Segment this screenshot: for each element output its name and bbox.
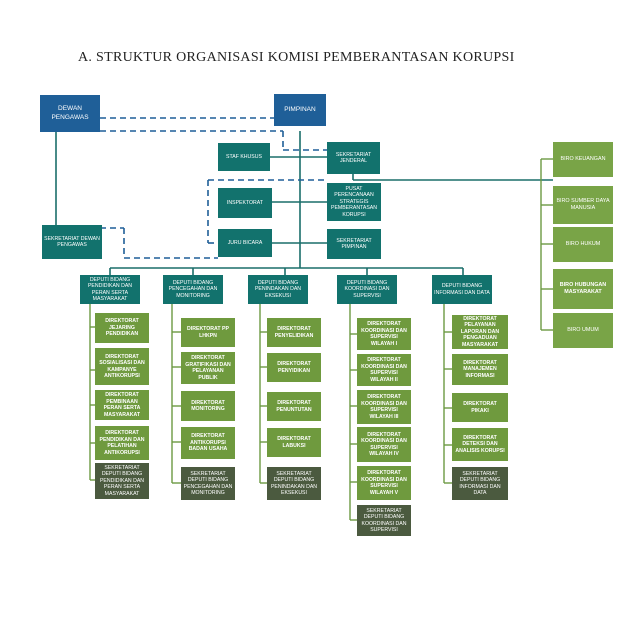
box-sekretariat-deputi: SEKRETARIAT DEPUTI BIDANG PENDIDIKAN DAN… [95,463,149,499]
box-deputi-pencegahan: DEPUTI BIDANG PENCEGAHAN DAN MONITORING [163,275,223,304]
box-sekretariat-pimpinan: SEKRETARIAT PIMPINAN [327,229,381,259]
box-biro-sdm: BIRO SUMBER DAYA MANUSIA [553,186,613,224]
box-sekretariat-deputi: SEKRETARIAT DEPUTI BIDANG KOORDINASI DAN… [357,505,411,536]
box-direktorat: DIREKTORAT KOORDINASI DAN SUPERVISI WILA… [357,318,411,350]
box-direktorat: DIREKTORAT GRATIFIKASI DAN PELAYANAN PUB… [181,352,235,384]
box-sekretariat-jenderal: SEKRETARIAT JENDERAL [327,142,380,174]
box-direktorat: DIREKTORAT PENYELIDIKAN [267,318,321,347]
box-direktorat: DIREKTORAT PP LHKPN [181,318,235,347]
box-juru-bicara: JURU BICARA [218,229,272,257]
box-direktorat: DIREKTORAT KOORDINASI DAN SUPERVISI WILA… [357,390,411,424]
box-sekretariat-dewan: SEKRETARIAT DEWAN PENGAWAS [42,225,102,259]
box-direktorat: DIREKTORAT JEJARING PENDIDIKAN [95,313,149,343]
box-dewan-pengawas: DEWAN PENGAWAS [40,95,100,132]
box-biro-hukum: BIRO HUKUM [553,227,613,262]
box-direktorat: DIREKTORAT PEMBINAAN PERAN SERTA MASYARA… [95,390,149,420]
box-biro-humas: BIRO HUBUNGAN MASYARAKAT [553,269,613,309]
box-direktorat: DIREKTORAT LABUKSI [267,428,321,457]
box-direktorat: DIREKTORAT KOORDINASI DAN SUPERVISI WILA… [357,354,411,386]
box-direktorat: DIREKTORAT PIKAKI [452,393,508,422]
box-direktorat: DIREKTORAT ANTIKORUPSI BADAN USAHA [181,427,235,459]
box-direktorat: DIREKTORAT MANAJEMEN INFORMASI [452,354,508,385]
box-staf-khusus: STAF KHUSUS [218,143,270,171]
box-direktorat: DIREKTORAT MONITORING [181,391,235,421]
box-biro-keuangan: BIRO KEUANGAN [553,142,613,177]
box-deputi-pendidikan: DEPUTI BIDANG PENDIDIKAN DAN PERAN SERTA… [80,275,140,304]
box-inspektorat: INSPEKTORAT [218,188,272,218]
box-sekretariat-deputi: SEKRETARIAT DEPUTI BIDANG INFORMASI DAN … [452,467,508,500]
box-sekretariat-deputi: SEKRETARIAT DEPUTI BIDANG PENINDAKAN DAN… [267,467,321,500]
box-pimpinan: PIMPINAN [274,94,326,126]
box-direktorat: DIREKTORAT PENDIDIKAN DAN PELATIHAN ANTI… [95,426,149,460]
box-direktorat: DIREKTORAT SOSIALISASI DAN KAMPANYE ANTI… [95,348,149,385]
box-direktorat: DIREKTORAT KOORDINASI DAN SUPERVISI WILA… [357,427,411,462]
box-direktorat: DIREKTORAT DETEKSI DAN ANALISIS KORUPSI [452,428,508,461]
box-direktorat: DIREKTORAT KOORDINASI DAN SUPERVISI WILA… [357,466,411,500]
box-sekretariat-deputi: SEKRETARIAT DEPUTI BIDANG PENCEGAHAN DAN… [181,467,235,500]
box-direktorat: DIREKTORAT PENUNTUTAN [267,392,321,421]
box-deputi-informasi: DEPUTI BIDANG INFORMASI DAN DATA [432,275,492,304]
page-title: A. STRUKTUR ORGANISASI KOMISI PEMBERANTA… [78,50,515,65]
box-pusat-perencanaan: PUSAT PERENCANAAN STRATEGIS PEMBERANTASA… [327,183,381,221]
box-direktorat: DIREKTORAT PENYIDIKAN [267,353,321,382]
box-direktorat: DIREKTORAT PELAYANAN LAPORAN DAN PENGADU… [452,315,508,349]
box-deputi-koordinasi: DEPUTI BIDANG KOORDINASI DAN SUPERVISI [337,275,397,304]
box-biro-umum: BIRO UMUM [553,313,613,348]
box-deputi-penindakan: DEPUTI BIDANG PENINDAKAN DAN EKSEKUSI [248,275,308,304]
